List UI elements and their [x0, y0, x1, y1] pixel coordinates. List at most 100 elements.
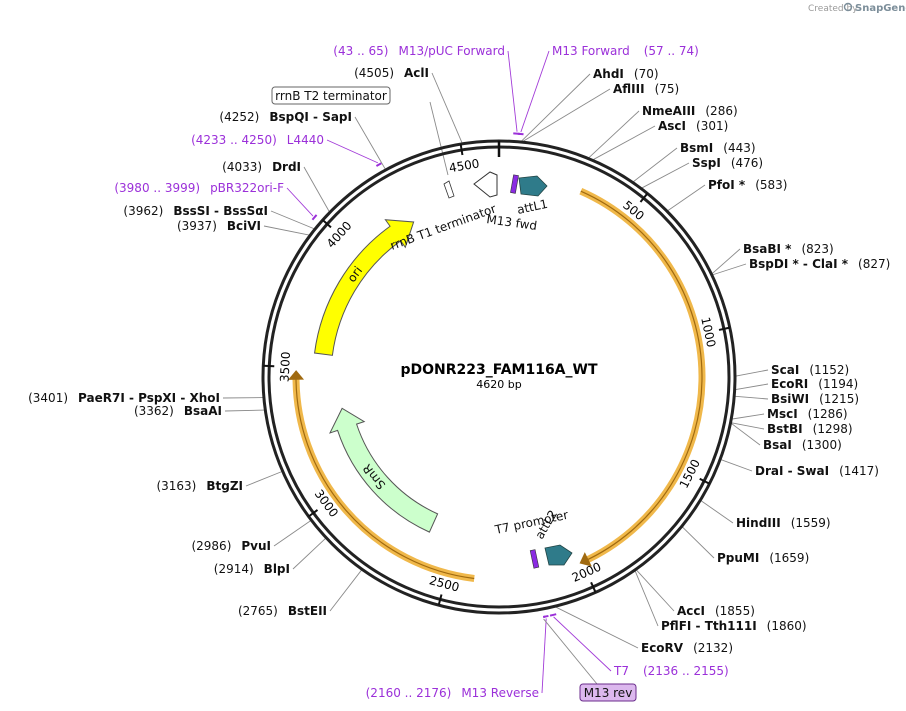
- enzyme-site-AscI[interactable]: AscI(301): [658, 119, 728, 133]
- enzyme-site-SapI[interactable]: (4252)BspQI - SapI: [219, 110, 352, 124]
- enzyme-label-BsaI[interactable]: BsaI(1300): [763, 438, 842, 452]
- enzyme-site-BsaAI[interactable]: (3362)BsaAI: [134, 404, 222, 418]
- enzyme-label-BsaAI[interactable]: (3362)BsaAI: [134, 404, 222, 418]
- enzyme-position: (2132): [693, 641, 733, 655]
- enzyme-site-BsmI[interactable]: BsmI(443): [680, 141, 756, 155]
- enzyme-leader-EcoRI: [735, 383, 769, 391]
- enzyme-label-XhoI[interactable]: (3401)PaeR7I - PspXI - XhoI: [28, 391, 220, 405]
- attl1-arrow: [518, 175, 548, 197]
- tick-label-3500: 3500: [278, 351, 293, 382]
- tick-2000: [590, 581, 597, 593]
- primer-label-M13Rev[interactable]: (2160 .. 2176)M13 Reverse: [366, 686, 539, 700]
- enzyme-site-DraI[interactable]: DraI - SwaI(1417): [755, 464, 879, 478]
- enzyme-position: (1855): [715, 604, 755, 618]
- enzyme-label-BstEII[interactable]: (2765)BstEII: [238, 604, 327, 618]
- enzyme-site-BtgZI[interactable]: (3163)BtgZI: [156, 479, 243, 493]
- enzyme-site-BspDI[interactable]: BspDI * - ClaI *(827): [749, 257, 890, 271]
- primer-M13Fwd[interactable]: M13 Forward(57 .. 74): [517, 44, 699, 136]
- primer-M13revBox[interactable]: M13 rev: [543, 615, 637, 702]
- enzyme-position: (2765): [238, 604, 278, 618]
- enzyme-label-BssSI[interactable]: (3962)BssSI - BssSαI: [123, 204, 268, 218]
- primer-label-pBR322oriF[interactable]: (3980 .. 3999)pBR322ori-F: [114, 181, 284, 195]
- enzyme-label-HindIII[interactable]: HindIII(1559): [736, 516, 831, 530]
- enzyme-label-NmeAIII[interactable]: NmeAIII(286): [642, 104, 738, 118]
- enzyme-site-NmeAIII[interactable]: NmeAIII(286): [642, 104, 738, 118]
- enzyme-label-AccI[interactable]: AccI(1855): [677, 604, 755, 618]
- enzyme-site-XhoI[interactable]: (3401)PaeR7I - PspXI - XhoI: [28, 391, 220, 405]
- enzyme-label-EcoRI[interactable]: EcoRI(1194): [771, 377, 858, 391]
- primer-M13Rev[interactable]: (2160 .. 2176)M13 Reverse: [366, 614, 549, 700]
- enzyme-site-HindIII[interactable]: HindIII(1559): [736, 516, 831, 530]
- snapgene-logo: SnapGene: [843, 2, 906, 14]
- enzyme-site-AflIII[interactable]: AflIII(75): [613, 82, 679, 96]
- enzyme-site-AhdI[interactable]: AhdI(70): [593, 67, 659, 81]
- enzyme-label-BstBI[interactable]: BstBI(1298): [767, 422, 853, 436]
- enzyme-label-MscI[interactable]: MscI(1286): [767, 407, 848, 421]
- enzyme-site-BstEII[interactable]: (2765)BstEII: [238, 604, 327, 618]
- enzyme-site-AclI[interactable]: (4505)AclI: [354, 66, 429, 80]
- enzyme-site-DrdI[interactable]: (4033)DrdI: [222, 160, 301, 174]
- enzyme-label-BsmI[interactable]: BsmI(443): [680, 141, 756, 155]
- tick-3000: [308, 509, 319, 518]
- enzyme-label-AclI[interactable]: (4505)AclI: [354, 66, 429, 80]
- rrnb-t2-label-box[interactable]: rrnB T2 terminator: [271, 86, 391, 105]
- enzyme-site-AccI[interactable]: AccI(1855): [677, 604, 755, 618]
- rrnb-t2-box: [271, 86, 391, 105]
- enzyme-label-BlpI[interactable]: (2914)BlpI: [214, 562, 290, 576]
- primer-site-M13Fwd: [517, 132, 524, 136]
- enzyme-site-ScaI[interactable]: ScaI(1152): [771, 363, 849, 377]
- enzyme-site-BlpI[interactable]: (2914)BlpI: [214, 562, 290, 576]
- enzyme-name: AclI: [404, 66, 429, 80]
- enzyme-label-BtgZI[interactable]: (3163)BtgZI: [156, 479, 243, 493]
- enzyme-leader-BstBI: [731, 422, 765, 430]
- enzyme-site-PpuMI[interactable]: PpuMI(1659): [717, 551, 809, 565]
- primer-pBR322oriF[interactable]: (3980 .. 3999)pBR322ori-F: [114, 181, 318, 221]
- enzyme-label-BspDI[interactable]: BspDI * - ClaI *(827): [749, 257, 890, 271]
- enzyme-site-SspI[interactable]: SspI(476): [692, 156, 763, 170]
- enzyme-site-MscI[interactable]: MscI(1286): [767, 407, 848, 421]
- created-by-text: Created by: [808, 4, 858, 14]
- primer-range: (2136 .. 2155): [643, 664, 729, 678]
- enzyme-site-BsaBI[interactable]: BsaBI *(823): [743, 242, 834, 256]
- enzyme-site-EcoRV[interactable]: EcoRV(2132): [641, 641, 733, 655]
- primer-M13pUC[interactable]: (43 .. 65)M13/pUC Forward: [333, 44, 521, 135]
- enzyme-label-PfoI[interactable]: PfoI *(583): [708, 178, 787, 192]
- enzyme-label-SapI[interactable]: (4252)BspQI - SapI: [219, 110, 352, 124]
- enzyme-name: BspDI * - ClaI *: [749, 257, 849, 271]
- enzyme-leader-PflFI: [634, 570, 659, 627]
- m13-rev-box[interactable]: [579, 683, 637, 702]
- enzyme-site-BssSI[interactable]: (3962)BssSI - BssSαI: [123, 204, 268, 218]
- enzyme-site-PflFI[interactable]: PflFI - Tth111I(1860): [661, 619, 807, 633]
- enzyme-site-BstBI[interactable]: BstBI(1298): [767, 422, 853, 436]
- enzyme-label-PpuMI[interactable]: PpuMI(1659): [717, 551, 809, 565]
- primer-T7[interactable]: T7(2136 .. 2155): [549, 613, 729, 678]
- enzyme-name: PflFI - Tth111I: [661, 619, 757, 633]
- enzyme-label-PvuI[interactable]: (2986)PvuI: [191, 539, 271, 553]
- enzyme-site-PvuI[interactable]: (2986)PvuI: [191, 539, 271, 553]
- enzyme-label-PflFI[interactable]: PflFI - Tth111I(1860): [661, 619, 807, 633]
- enzyme-label-SspI[interactable]: SspI(476): [692, 156, 763, 170]
- enzyme-site-BciVI[interactable]: (3937)BciVI: [177, 219, 261, 233]
- enzyme-site-PfoI[interactable]: PfoI *(583): [708, 178, 787, 192]
- enzyme-label-BciVI[interactable]: (3937)BciVI: [177, 219, 261, 233]
- primer-label-L4440[interactable]: (4233 .. 4250)L4440: [191, 133, 324, 147]
- enzyme-label-AflIII[interactable]: AflIII(75): [613, 82, 679, 96]
- smr-region-line: [295, 374, 475, 580]
- enzyme-label-AhdI[interactable]: AhdI(70): [593, 67, 659, 81]
- primer-label-T7[interactable]: T7(2136 .. 2155): [613, 664, 729, 678]
- enzyme-label-DrdI[interactable]: (4033)DrdI: [222, 160, 301, 174]
- enzyme-site-BsiWI[interactable]: BsiWI(1215): [771, 392, 859, 406]
- enzyme-label-BsaBI[interactable]: BsaBI *(823): [743, 242, 834, 256]
- enzyme-site-BsaI[interactable]: BsaI(1300): [763, 438, 842, 452]
- enzyme-label-AscI[interactable]: AscI(301): [658, 119, 728, 133]
- enzyme-site-EcoRI[interactable]: EcoRI(1194): [771, 377, 858, 391]
- enzyme-label-EcoRV[interactable]: EcoRV(2132): [641, 641, 733, 655]
- primer-L4440[interactable]: (4233 .. 4250)L4440: [191, 133, 382, 167]
- enzyme-label-DraI[interactable]: DraI - SwaI(1417): [755, 464, 879, 478]
- enzyme-label-ScaI[interactable]: ScaI(1152): [771, 363, 849, 377]
- primer-label-M13pUC[interactable]: (43 .. 65)M13/pUC Forward: [333, 44, 505, 58]
- primer-label-M13Fwd[interactable]: M13 Forward(57 .. 74): [552, 44, 699, 58]
- enzyme-label-BsiWI[interactable]: BsiWI(1215): [771, 392, 859, 406]
- snapgene-brand-text: SnapGene: [855, 3, 906, 14]
- enzyme-name: DrdI: [272, 160, 301, 174]
